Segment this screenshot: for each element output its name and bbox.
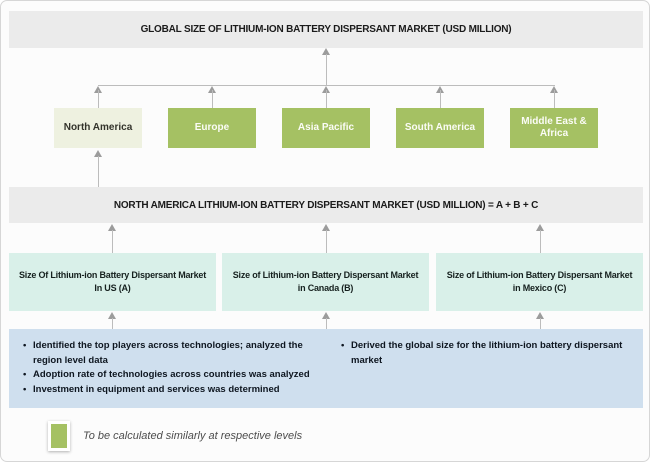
country-box-mexico-line1: Size of Lithium-ion Battery Dispersant M… — [446, 269, 633, 280]
country-box-canada-line1: Size of Lithium-ion Battery Dispersant M… — [232, 269, 419, 280]
country-box-us-line2: In US (A) — [94, 283, 131, 293]
country-box-canada-line2: in Canada (B) — [297, 283, 354, 293]
connector-line — [554, 90, 555, 108]
connector-line — [540, 230, 541, 253]
connector-line — [98, 85, 555, 86]
connector-line — [326, 90, 327, 108]
arrow-up-mexico-icon — [536, 224, 544, 231]
arrow-up-canada-icon — [322, 224, 330, 231]
north-america-market-title-bar: NORTH AMERICA LITHIUM-ION BATTERY DISPER… — [9, 187, 643, 223]
region-box-south-america: South America — [396, 108, 484, 148]
arrow-up-asia-pacific-icon — [322, 86, 330, 93]
arrow-up-to-mexico-icon — [536, 312, 544, 319]
country-box-canada: Size of Lithium-ion Battery Dispersant M… — [222, 253, 429, 311]
connector-line — [212, 90, 213, 108]
region-box-middle-east-africa: Middle East & Africa — [510, 108, 598, 148]
methodology-bullet: Derived the global size for the lithium-… — [341, 339, 635, 368]
connector-line — [112, 230, 113, 253]
connector-line — [326, 54, 327, 85]
connector-line — [540, 318, 541, 329]
arrow-up-north-america-icon — [94, 86, 102, 93]
connector-line — [326, 318, 327, 329]
methodology-bullet: Identified the top players across techno… — [23, 339, 327, 368]
methodology-left-column: Identified the top players across techno… — [17, 339, 327, 400]
arrow-up-mea-icon — [550, 86, 558, 93]
connector-line — [112, 318, 113, 329]
connector-line — [440, 90, 441, 108]
legend-label: To be calculated similarly at respective… — [83, 430, 303, 442]
region-box-asia-pacific: Asia Pacific — [282, 108, 370, 148]
legend-green-swatch — [48, 421, 70, 451]
region-box-north-america: North America — [54, 108, 142, 148]
arrow-up-to-canada-icon — [322, 312, 330, 319]
arrow-up-europe-icon — [208, 86, 216, 93]
connector-line — [98, 90, 99, 108]
connector-line — [326, 230, 327, 253]
arrow-up-to-north-america-icon — [94, 150, 102, 157]
country-box-us-line1: Size Of Lithium-ion Battery Dispersant M… — [18, 269, 207, 280]
arrow-up-to-global-icon — [322, 48, 330, 55]
country-box-mexico: Size of Lithium-ion Battery Dispersant M… — [436, 253, 643, 311]
region-box-europe: Europe — [168, 108, 256, 148]
global-market-title-bar: GLOBAL SIZE OF LITHIUM-ION BATTERY DISPE… — [9, 11, 643, 48]
methodology-right-column: Derived the global size for the lithium-… — [327, 339, 635, 400]
country-box-mexico-line2: in Mexico (C) — [512, 283, 567, 293]
connector-line — [98, 156, 99, 187]
methodology-bullet: Investment in equipment and services was… — [23, 383, 327, 398]
methodology-box: Identified the top players across techno… — [9, 329, 643, 408]
arrow-up-us-icon — [108, 224, 116, 231]
country-box-us: Size Of Lithium-ion Battery Dispersant M… — [9, 253, 216, 311]
arrow-up-south-america-icon — [436, 86, 444, 93]
methodology-bullet: Adoption rate of technologies across cou… — [23, 368, 327, 383]
arrow-up-to-us-icon — [108, 312, 116, 319]
